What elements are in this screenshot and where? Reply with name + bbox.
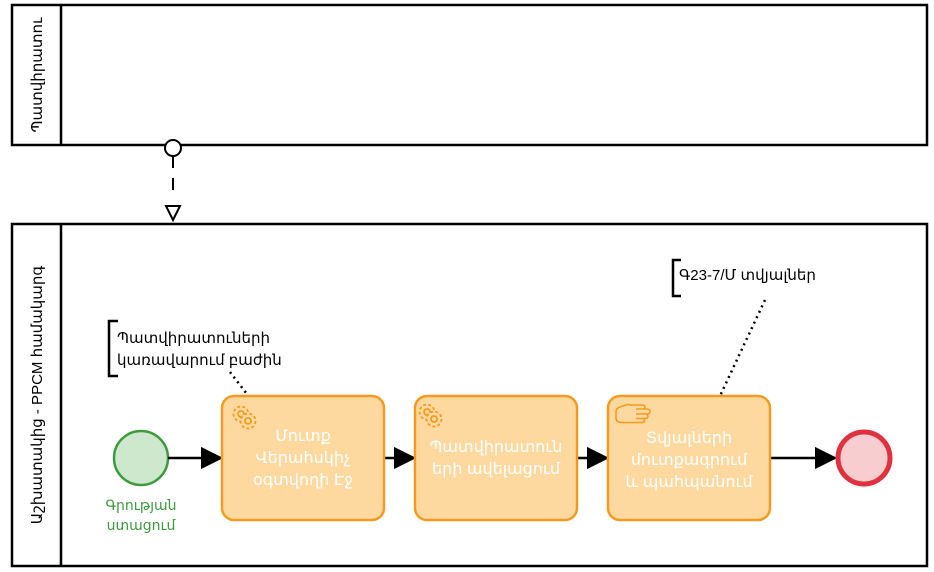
task-label-line: Մուտք [275, 428, 331, 445]
task-label-line: օգտվողի Էջ [253, 472, 353, 489]
gear-icon [418, 403, 443, 428]
task-label-line: մուտքագրում [631, 452, 748, 469]
pool-employee-label: Աշխատակից - PPCM համակարգ [29, 266, 46, 525]
start-event[interactable]: Գրության ստացում [105, 429, 177, 533]
start-event-label: ստացում [107, 517, 177, 533]
task-label-line: Պատվիրատուն [430, 439, 563, 456]
start-event-label: Գրության [105, 497, 176, 513]
message-flow-arrowhead [164, 205, 182, 223]
pool-customer-label: Պատվիրատու [29, 17, 46, 132]
task-user-control-page[interactable]: Մուտք Վերահսկիչ օգտվողի Էջ [220, 394, 386, 522]
task-label-line: և պահպանում [625, 474, 753, 491]
task-data-entry[interactable]: Տվյալների մուտքագրում և պահպանում [606, 394, 772, 522]
task-label-line: Տվյալների [646, 430, 732, 447]
annotation-line: կառավարում բաժին [117, 352, 282, 369]
annotation-customers-section[interactable]: Պատվիրատուների կառավարում բաժին [107, 319, 282, 399]
task-label-line: երի ավելացում [432, 461, 561, 478]
gear-icon [232, 405, 257, 430]
hand-icon [615, 403, 651, 424]
end-event[interactable] [835, 429, 893, 487]
annotation-line: Պատվիրատուների [117, 330, 270, 347]
task-label-line: Վերահսկիչ [256, 450, 351, 467]
annotation-data[interactable]: Գ23-7/Մ տվյալներ [671, 258, 816, 397]
annotation-line: Գ23-7/Մ տվյալներ [679, 267, 816, 284]
pool-customer[interactable]: Պատվիրատու [10, 3, 929, 147]
message-flow[interactable] [164, 139, 182, 223]
task-add-customers[interactable]: Պատվիրատուն երի ավելացում [413, 394, 579, 522]
